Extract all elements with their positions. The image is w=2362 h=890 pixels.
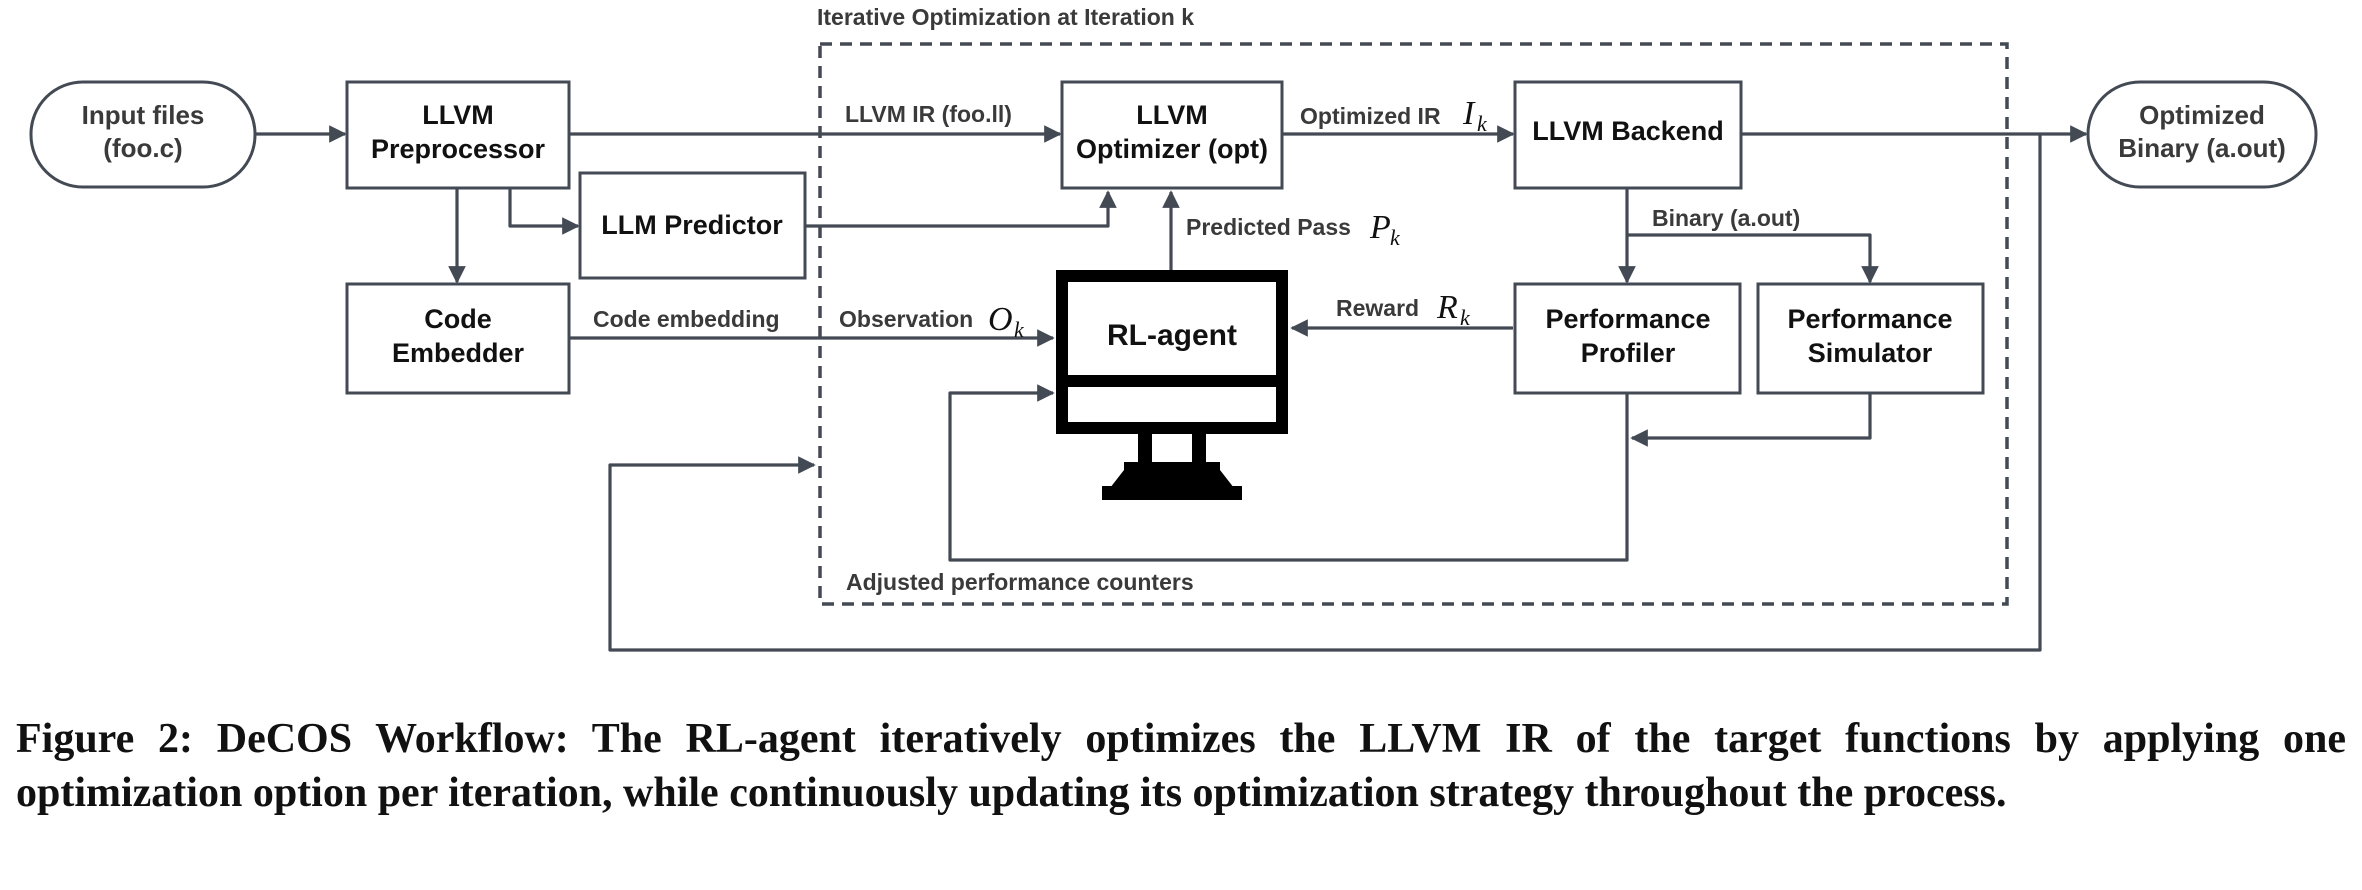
input-files-label-2: (foo.c)	[103, 133, 182, 163]
code-embedder-label-2: Embedder	[392, 338, 525, 368]
optimized-ir-label: Optimized IR	[1300, 103, 1441, 129]
edge-binary-to-simulator	[1627, 233, 1879, 284]
predicted-pass-subscript: k	[1390, 225, 1401, 250]
simulator-label-2: Simulator	[1808, 338, 1933, 368]
profiler-node	[1513, 282, 1742, 395]
observation-symbol: O	[988, 301, 1013, 338]
reward-label: Reward	[1336, 295, 1419, 321]
input-files-node	[29, 80, 257, 189]
edge-preprocessor-to-llm	[508, 188, 580, 235]
predicted-pass-symbol: P	[1369, 209, 1391, 246]
iteration-region	[818, 42, 2009, 606]
llm-predictor-node	[578, 171, 807, 280]
optimizer-label-2: Optimizer (opt)	[1076, 134, 1268, 164]
reward-subscript: k	[1460, 305, 1471, 330]
preprocessor-label-2: Preprocessor	[371, 134, 546, 164]
rl-agent-monitor-icon	[1056, 270, 1288, 500]
workflow-diagram: Iterative Optimization at Iteration k In…	[29, 4, 2318, 652]
preprocessor-label-1: LLVM	[422, 100, 493, 130]
observation-label: Observation	[839, 306, 973, 332]
predicted-pass-label: Predicted Pass	[1186, 214, 1351, 240]
backend-label: LLVM Backend	[1532, 116, 1724, 146]
llm-predictor-label: LLM Predictor	[601, 210, 783, 240]
adjusted-counters-label: Adjusted performance counters	[846, 569, 1194, 595]
output-node	[2086, 80, 2318, 189]
binary-label: Binary (a.out)	[1652, 205, 1800, 231]
rl-agent-label: RL-agent	[1107, 319, 1237, 352]
code-embedding-label: Code embedding	[593, 306, 780, 332]
input-files-label-1: Input files	[82, 100, 205, 130]
edge-outer-loop	[608, 134, 2042, 652]
output-label-1: Optimized	[2139, 100, 2265, 130]
figure-caption: Figure 2: DeCOS Workflow: The RL-agent i…	[16, 716, 2346, 816]
edge-llm-to-optimizer	[805, 190, 1117, 228]
region-title: Iterative Optimization at Iteration k	[817, 4, 1194, 30]
preprocessor-node	[345, 80, 571, 190]
simulator-node	[1756, 282, 1985, 395]
simulator-label-1: Performance	[1787, 304, 1952, 334]
optimized-ir-symbol: I	[1462, 95, 1476, 132]
reward-symbol: R	[1436, 289, 1458, 326]
code-embedder-node	[345, 282, 571, 395]
profiler-label-2: Profiler	[1581, 338, 1676, 368]
llvm-ir-label: LLVM IR (foo.ll)	[845, 101, 1012, 127]
edge-adjusted-counters	[948, 384, 1629, 562]
profiler-label-1: Performance	[1545, 304, 1710, 334]
code-embedder-label-1: Code	[424, 304, 492, 334]
backend-node	[1513, 80, 1743, 190]
edge-simulator-to-feedback	[1630, 393, 1872, 447]
optimized-ir-subscript: k	[1477, 111, 1488, 136]
optimizer-label-1: LLVM	[1136, 100, 1207, 130]
output-label-2: Binary (a.out)	[2118, 133, 2286, 163]
optimizer-node	[1060, 80, 1284, 190]
observation-subscript: k	[1014, 317, 1025, 342]
